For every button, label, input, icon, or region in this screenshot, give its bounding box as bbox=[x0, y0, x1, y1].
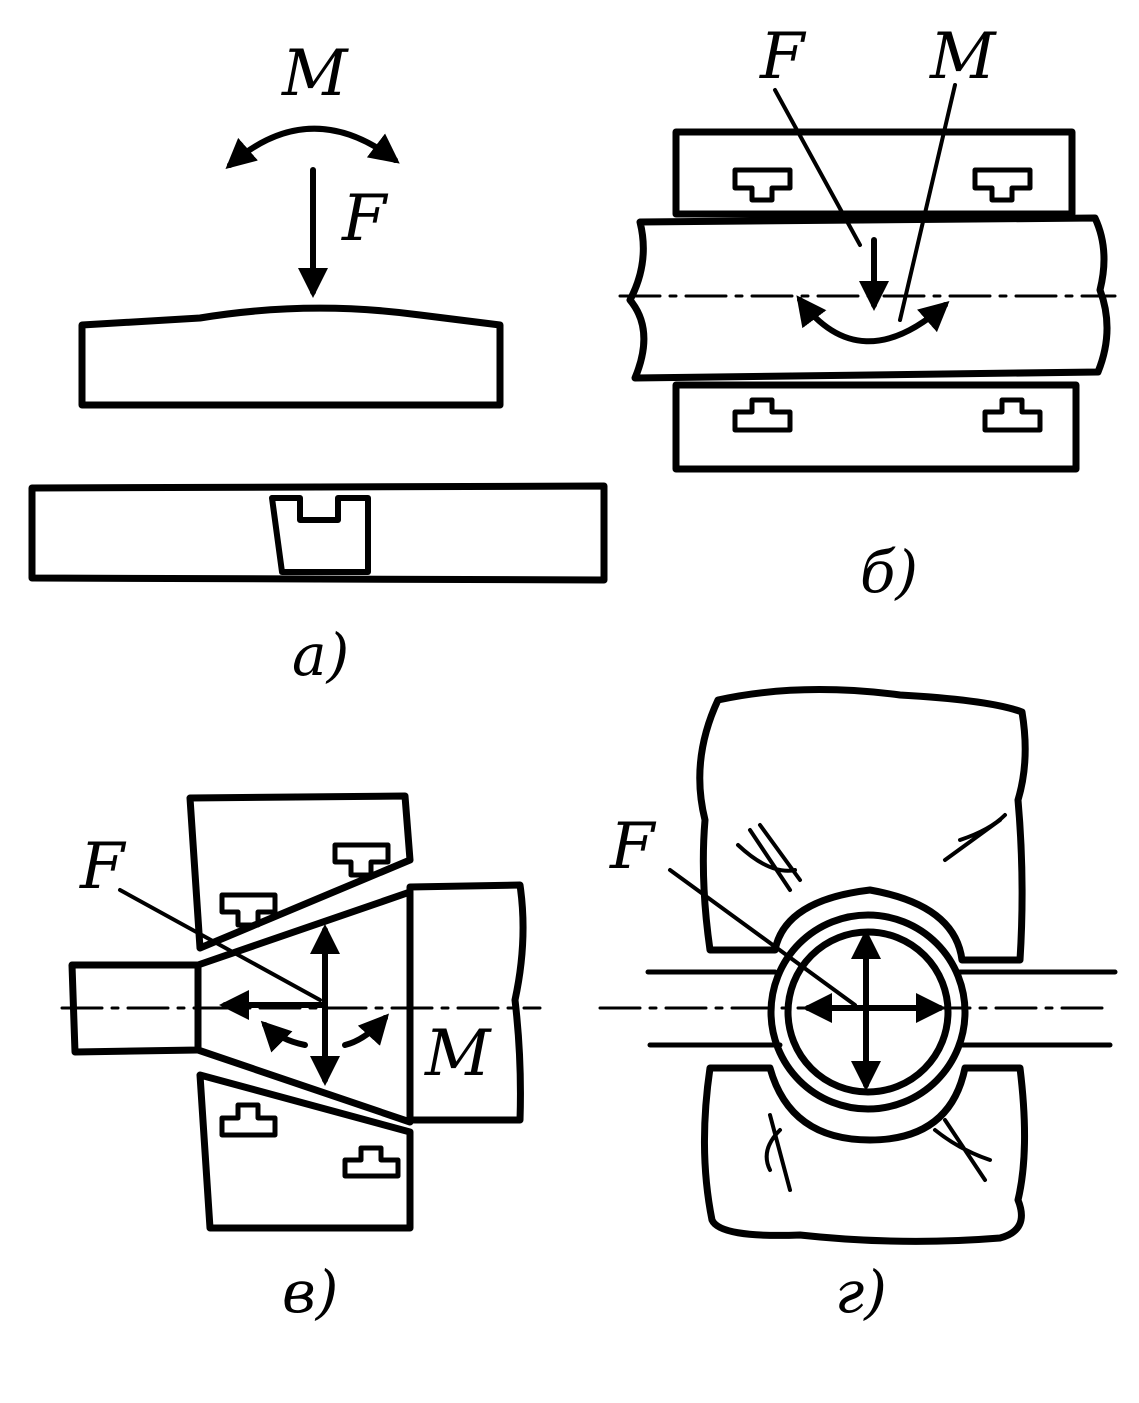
force-label-g: F bbox=[609, 810, 657, 884]
workpiece-b bbox=[626, 214, 1111, 382]
t-slot-v3 bbox=[219, 1102, 278, 1138]
caption-a: а) bbox=[292, 621, 349, 689]
t-slot-v2 bbox=[332, 842, 391, 878]
t-slot-b2 bbox=[972, 167, 1033, 203]
caption-b: б) bbox=[860, 538, 918, 606]
moment-label-b: M bbox=[929, 20, 997, 94]
force-leader-g bbox=[668, 868, 857, 1007]
moment-label-a: M bbox=[281, 37, 349, 111]
moment-arc-b bbox=[796, 295, 950, 345]
upper-die-g bbox=[696, 686, 1029, 964]
t-slot-b4 bbox=[982, 397, 1043, 433]
lower-die-v bbox=[196, 1071, 414, 1232]
panel-b: F M б) bbox=[618, 20, 1117, 606]
slot-mark-g2 bbox=[943, 813, 1007, 862]
t-slot-b3 bbox=[732, 397, 793, 433]
force-leader-v bbox=[118, 888, 322, 1002]
outer-ring-g bbox=[767, 911, 969, 1113]
force-label-v: F bbox=[79, 830, 127, 904]
panel-a: M F а) bbox=[28, 37, 608, 689]
upper-die-b bbox=[672, 128, 1076, 218]
lower-plate-a bbox=[28, 482, 608, 584]
moment-label-v: M bbox=[424, 1017, 492, 1091]
lower-die-g bbox=[700, 1064, 1029, 1245]
slot-mark-g3 bbox=[764, 1113, 792, 1192]
caption-g: г) bbox=[835, 1258, 887, 1326]
upper-plate-a bbox=[78, 304, 504, 409]
caption-v: в) bbox=[282, 1258, 338, 1326]
upper-die-v bbox=[186, 792, 414, 952]
slot-mark-g1 bbox=[736, 823, 802, 892]
moment-arrow-v1 bbox=[260, 1020, 308, 1053]
panel-v: F M в) bbox=[60, 792, 542, 1326]
slot-mark-g4 bbox=[933, 1118, 992, 1182]
t-slot-v1 bbox=[219, 892, 278, 928]
t-slot-a bbox=[269, 495, 371, 575]
force-label-a: F bbox=[341, 182, 389, 256]
force-leader-b bbox=[773, 88, 862, 247]
moment-arrow-v2 bbox=[342, 1013, 390, 1048]
force-label-b: F bbox=[759, 20, 807, 94]
t-slot-v4 bbox=[342, 1145, 401, 1179]
t-slot-b1 bbox=[732, 167, 793, 203]
lower-die-b bbox=[672, 381, 1080, 473]
panel-g: F г) bbox=[598, 686, 1118, 1326]
head-v bbox=[406, 881, 527, 1124]
moment-leader-b bbox=[898, 83, 957, 322]
moment-arc-a bbox=[225, 125, 400, 169]
